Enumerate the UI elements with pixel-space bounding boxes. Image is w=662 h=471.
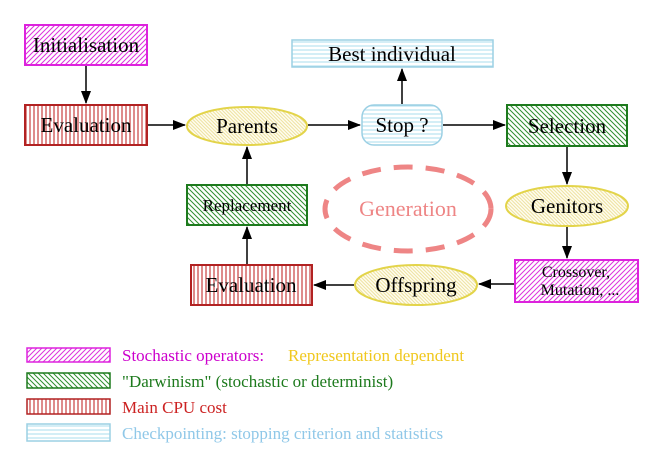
legend: Stochastic operators: Representation dep… bbox=[26, 346, 464, 443]
legend-swatch-stochastic bbox=[26, 347, 111, 363]
node-evaluation-bottom bbox=[190, 264, 313, 306]
legend-cpu-label: Main CPU cost bbox=[122, 398, 227, 417]
node-offspring-label: Offspring bbox=[375, 273, 457, 297]
node-selection bbox=[506, 104, 628, 147]
legend-checkpointing-label: Checkpointing: stopping criterion and st… bbox=[122, 424, 443, 443]
legend-swatch-checkpointing bbox=[26, 423, 111, 442]
legend-swatch-cpu bbox=[26, 398, 111, 415]
node-best-individual-label: Best individual bbox=[328, 42, 456, 66]
node-crossover-mutation bbox=[514, 259, 639, 303]
node-crossover-label-line1: Crossover, bbox=[542, 264, 610, 281]
node-parents-label: Parents bbox=[216, 114, 278, 138]
node-selection-label: Selection bbox=[528, 114, 607, 138]
generation-cycle-ellipse bbox=[322, 164, 494, 254]
node-initialisation-label: Initialisation bbox=[33, 33, 140, 57]
node-parents bbox=[186, 106, 308, 146]
node-crossover-label-line2: Mutation, ... bbox=[541, 282, 620, 299]
node-evaluation-top-label: Evaluation bbox=[41, 113, 132, 137]
legend-stochastic-note: Representation dependent bbox=[288, 346, 464, 365]
node-evaluation-top bbox=[24, 104, 148, 146]
generation-label: Generation bbox=[359, 196, 457, 221]
node-offspring bbox=[354, 264, 478, 306]
node-stop-label: Stop ? bbox=[375, 113, 428, 137]
legend-darwinism-label: "Darwinism" (stochastic or determinist) bbox=[122, 372, 393, 391]
node-evaluation-bottom-label: Evaluation bbox=[206, 273, 297, 297]
node-best-individual bbox=[291, 39, 494, 68]
node-initialisation bbox=[24, 24, 148, 66]
node-replacement bbox=[186, 184, 308, 226]
node-stop bbox=[361, 104, 443, 146]
legend-stochastic-label: Stochastic operators: bbox=[122, 346, 264, 365]
node-genitors bbox=[505, 185, 629, 227]
node-replacement-label: Replacement bbox=[203, 196, 292, 215]
legend-swatch-darwinism bbox=[26, 372, 111, 389]
flow-arrows bbox=[81, 66, 572, 290]
node-genitors-label: Genitors bbox=[531, 194, 603, 218]
